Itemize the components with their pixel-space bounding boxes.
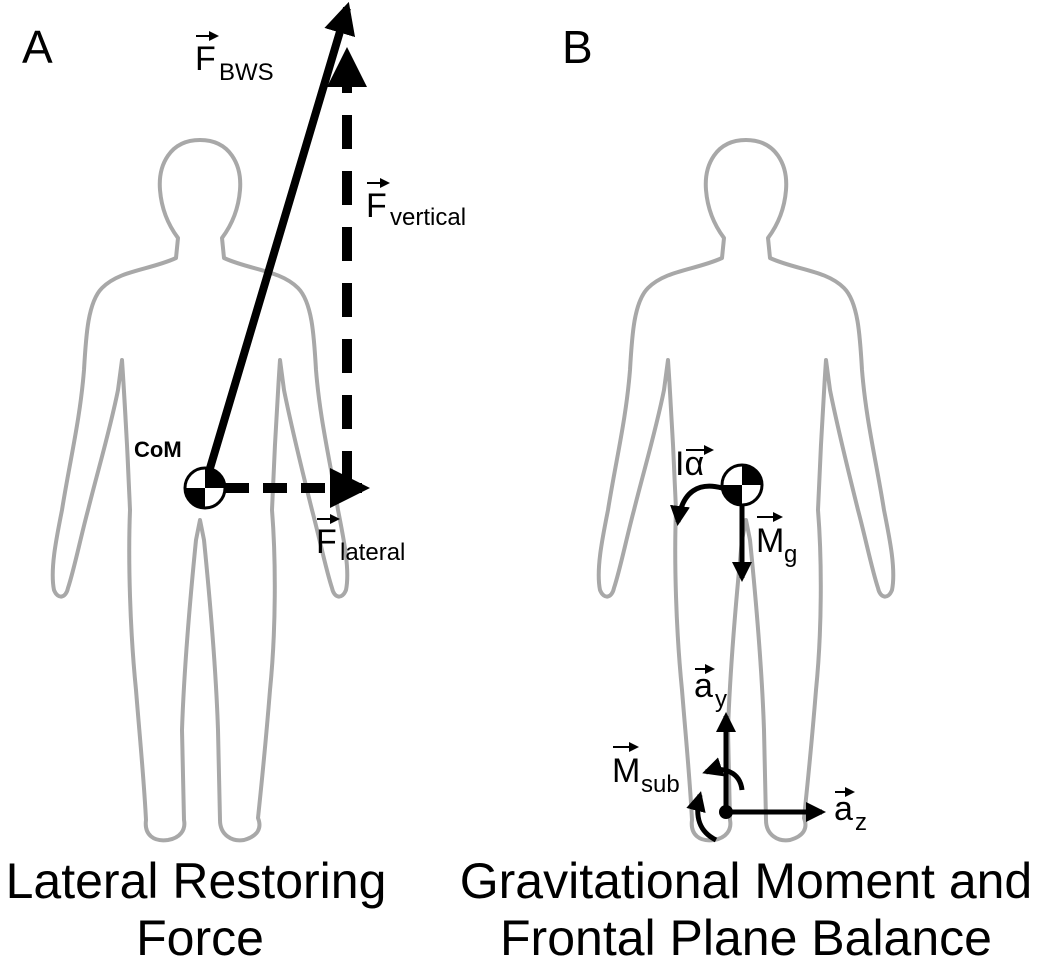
label-a-z-sub: z: [855, 809, 867, 836]
panel-a-letter: A: [22, 21, 53, 73]
label-a-z-main: a: [834, 790, 853, 828]
label-f-bws: F BWS: [195, 31, 274, 86]
panel-a-caption-line2: Force: [136, 910, 264, 960]
label-f-bws-main: F: [195, 40, 216, 78]
label-m-sub: M sub: [612, 742, 680, 798]
panel-a: A CoM F BWS F vertical F: [6, 1, 466, 960]
label-f-bws-sub: BWS: [219, 59, 274, 86]
com-symbol-b: [720, 463, 764, 507]
label-a-z: a z: [834, 787, 867, 836]
label-m-g-main: M: [756, 522, 784, 560]
com-symbol-a: [183, 466, 227, 510]
panel-a-caption-line1: Lateral Restoring: [6, 853, 387, 909]
com-label: CoM: [134, 437, 182, 462]
arrow-inertia-moment: [670, 483, 723, 526]
panel-b-letter: B: [562, 21, 593, 73]
label-f-vertical: F vertical: [366, 178, 466, 231]
label-f-lateral: F lateral: [316, 514, 405, 566]
arrow-m-sub-lower: [686, 791, 718, 843]
label-inertia-main: Iα: [675, 445, 704, 483]
label-a-y-main: a: [694, 667, 713, 705]
label-m-g-sub: g: [784, 541, 797, 568]
label-a-y: a y: [694, 664, 727, 713]
panel-b: B Iα M g a y: [460, 21, 1033, 960]
label-f-lateral-sub: lateral: [340, 539, 405, 566]
label-inertia: Iα: [675, 445, 714, 483]
panel-b-caption-line1: Gravitational Moment and: [460, 853, 1033, 909]
axis-origin: [719, 805, 733, 819]
arrow-m-sub-upper: [702, 757, 745, 791]
label-m-g: M g: [756, 512, 797, 568]
arrow-f-bws: [201, 1, 356, 487]
label-f-vertical-sub: vertical: [390, 204, 466, 231]
label-f-vertical-main: F: [366, 187, 387, 225]
panel-b-caption-line2: Frontal Plane Balance: [500, 910, 992, 960]
label-a-y-sub: y: [715, 686, 727, 713]
label-m-sub-sub: sub: [641, 771, 680, 798]
label-m-sub-main: M: [612, 752, 640, 790]
label-f-lateral-main: F: [316, 523, 337, 561]
